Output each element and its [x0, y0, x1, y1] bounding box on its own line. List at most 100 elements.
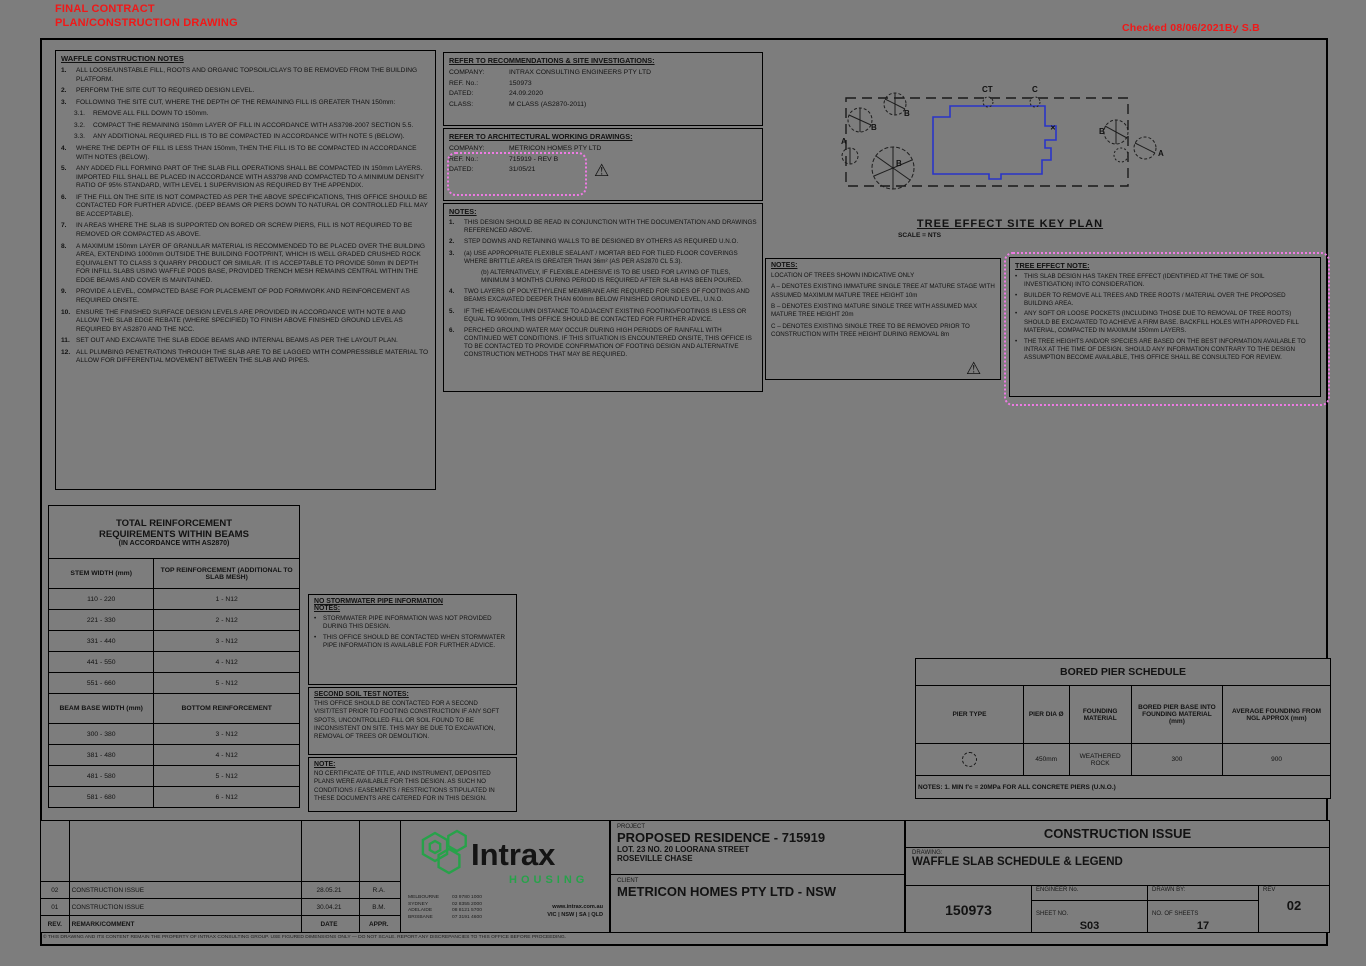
house-outline — [932, 105, 1057, 180]
contact-phone: 07 3191 4600 — [452, 914, 482, 920]
field-value: INTRAX CONSULTING ENGINEERS PTY LTD — [509, 69, 652, 76]
field-label: REF. No.: — [449, 79, 479, 87]
base-width: 581 - 680 — [47, 786, 155, 808]
mid-notes-box: NOTES: 1.THIS DESIGN SHOULD BE READ IN C… — [443, 203, 763, 392]
contact-city: BRISBANE — [408, 914, 433, 920]
tree-label: A — [1158, 149, 1164, 158]
sheets-count: 17 — [1196, 920, 1210, 932]
warning-triangle-icon: ⚠ — [966, 359, 982, 378]
note-text: ALL LOOSE/UNSTABLE FILL, ROOTS AND ORGAN… — [76, 67, 418, 83]
contact-city: SYDNEY — [408, 901, 429, 907]
field-label: REF. No.: — [449, 155, 479, 163]
contact-city: ADELAIDE — [408, 908, 433, 914]
note-num: 7. — [61, 222, 67, 230]
bottom-reinf: 3 - N12 — [153, 723, 300, 745]
note-num: 10. — [61, 308, 71, 316]
bullet-text: THE TREE HEIGHTS AND/OR SPECIES ARE BASE… — [1024, 337, 1306, 362]
tree-note-line: LOCATION OF TREES SHOWN INDICATIVE ONLY — [771, 272, 915, 279]
note-text: A MAXIMUM 150mm LAYER OF GRANULAR MATERI… — [76, 242, 426, 284]
rev-no: 01 — [51, 903, 59, 911]
top-reinf: 2 - N12 — [153, 609, 300, 631]
note-num: 1. — [61, 67, 67, 74]
tree-removed-mark: ✕ — [1050, 125, 1056, 132]
pier-col-header: PIER DIA Ø — [1022, 685, 1070, 744]
pier-col-header: FOUNDING MATERIAL — [1068, 685, 1132, 744]
field-value: METRICON HOMES PTY LTD — [509, 145, 602, 152]
pier-avg-founding: 900 — [1222, 743, 1331, 776]
note-num: 4. — [61, 144, 67, 152]
field-value: 150973 — [509, 79, 532, 87]
project-address1: LOT. 23 NO. 20 LOORANA STREET — [617, 845, 750, 854]
tree-location-notes-box: NOTES: LOCATION OF TREES SHOWN INDICATIV… — [765, 258, 1001, 380]
revision-table: 02 CONSTRUCTION ISSUE 28.05.21 R.A. 01 C… — [40, 820, 401, 933]
contact-city: MELBOURNE — [408, 895, 439, 900]
rev-col-header: APPR. — [369, 920, 389, 928]
tree-label: CT — [982, 85, 993, 94]
soil-test-text: THIS OFFICE SHOULD BE CONTACTED FOR A SE… — [314, 700, 500, 741]
rev-col-header: REMARK/COMMENT — [71, 920, 135, 928]
revision-row: 02 CONSTRUCTION ISSUE 28.05.21 R.A. — [41, 881, 400, 898]
title-note-text: NO CERTIFICATE OF TITLE, AND INSTRUMENT,… — [314, 770, 495, 803]
note-text: PROVIDE A LEVEL, COMPACTED BASE FOR PLAC… — [76, 288, 410, 304]
revision-header-row: REV. REMARK/COMMENT DATE APPR. — [41, 915, 400, 932]
pier-dia: 450mm — [1022, 743, 1070, 776]
revision-cloud-arch-ref — [447, 152, 587, 196]
pier-base: 300 — [1130, 743, 1224, 776]
drawing-label: DRAWING: — [912, 850, 943, 856]
top-reinf: 3 - N12 — [153, 630, 300, 652]
note-num: 4. — [449, 288, 455, 296]
warning-triangle-icon: ⚠ — [594, 161, 610, 180]
reinf-title1: TOTAL REINFORCEMENT — [115, 517, 233, 529]
sheet-no: S03 — [1079, 920, 1100, 932]
refer-arch-title: REFER TO ARCHITECTURAL WORKING DRAWINGS: — [449, 132, 633, 141]
note-text: (a) USE APPROPRIATE FLEXIBLE SEALANT / M… — [464, 249, 738, 265]
logo-states: VIC | NSW | SA | QLD — [547, 912, 603, 919]
note-num: 6. — [449, 326, 455, 334]
final-contract-stamp-line2: PLAN/CONSTRUCTION DRAWING — [55, 17, 238, 29]
project-cell: PROJECT PROPOSED RESIDENCE - 715919 LOT.… — [610, 820, 905, 933]
field-value: M CLASS (AS2870-2011) — [509, 100, 587, 108]
note-num: 5. — [61, 165, 67, 173]
top-reinf: 1 - N12 — [153, 588, 300, 610]
issue-cell: CONSTRUCTION ISSUE DRAWING: WAFFLE SLAB … — [905, 820, 1330, 933]
rev-no: 02 — [51, 886, 59, 894]
note-num: 6. — [61, 193, 67, 201]
tree-label: B — [1099, 127, 1105, 136]
engineer-label: ENGINEER No. — [1032, 886, 1147, 901]
rev-col-header: REV. — [47, 920, 62, 928]
note-text: SET OUT AND EXCAVATE THE SLAB EDGE BEAMS… — [76, 337, 398, 345]
reinforcement-table: TOTAL REINFORCEMENT REQUIREMENTS WITHIN … — [47, 505, 300, 808]
revision-row: 01 CONSTRUCTION ISSUE 30.04.21 B.M. — [41, 898, 400, 915]
pier-note: NOTES: 1. MIN f'c = 20MPa FOR ALL CONCRE… — [915, 775, 1331, 799]
stem-width: 551 - 660 — [47, 672, 155, 694]
tree-label: B — [896, 159, 902, 168]
bullet-text: ANY SOFT OR LOOSE POCKETS (INCLUDING THO… — [1024, 310, 1299, 335]
field-label: DATED: — [449, 166, 474, 174]
field-value: 24.09.2020 — [509, 90, 544, 98]
intrax-logo: Intrax HOUSING — [421, 829, 584, 886]
rev-remark: CONSTRUCTION ISSUE — [71, 886, 145, 894]
rev-appr: R.A. — [372, 886, 386, 894]
top-reinf: 4 - N12 — [153, 651, 300, 673]
waffle-notes-box: WAFFLE CONSTRUCTION NOTES 1.ALL LOOSE/UN… — [55, 50, 436, 490]
note-text: ANY ADDITIONAL REQUIRED FILL IS TO BE CO… — [93, 133, 405, 141]
rev-date: 28.05.21 — [316, 886, 342, 894]
note-text: COMPACT THE REMAINING 150mm LAYER OF FIL… — [93, 121, 414, 129]
stem-width: 331 - 440 — [47, 630, 155, 652]
reinf-col-header: TOP REINFORCEMENT (ADDITIONAL TO SLAB ME… — [153, 558, 300, 589]
stormwater-subtitle: NOTES: — [314, 605, 341, 612]
field-value: 31/05/21 — [509, 166, 536, 174]
bottom-reinf: 6 - N12 — [153, 786, 300, 808]
reinf-col-header: STEM WIDTH (mm) — [47, 558, 155, 589]
stem-width: 441 - 550 — [47, 651, 155, 673]
job-number: 150973 — [906, 886, 1032, 933]
revision-cloud-tree-note — [1004, 252, 1330, 406]
bullet-text: THIS SLAB DESIGN HAS TAKEN TREE EFFECT (… — [1024, 273, 1265, 289]
tree-label: B — [904, 109, 910, 118]
top-reinf: 5 - N12 — [153, 672, 300, 694]
bored-pier-table: BORED PIER SCHEDULE PIER TYPE PIER DIA Ø… — [915, 658, 1331, 799]
base-width: 481 - 580 — [47, 765, 155, 787]
rev-remark: CONSTRUCTION ISSUE — [71, 903, 145, 911]
